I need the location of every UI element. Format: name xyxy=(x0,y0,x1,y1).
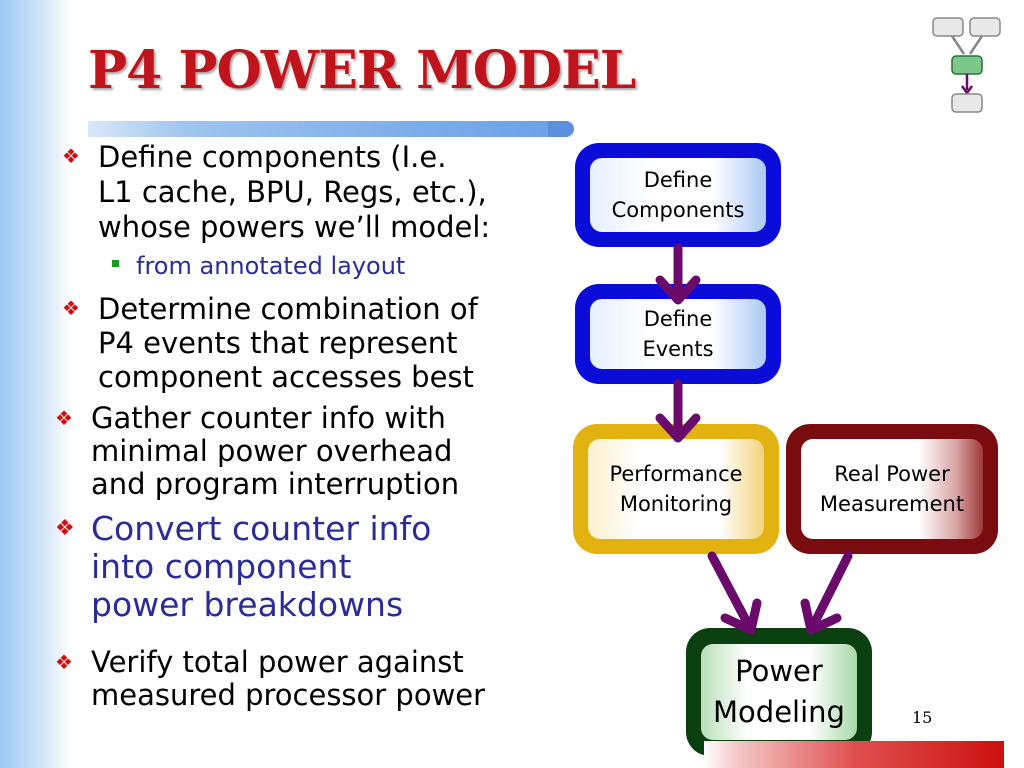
diamond-bullet-icon: ❖ xyxy=(55,406,73,430)
title-underline-bar xyxy=(88,121,573,137)
power-modeling-label: Power Modeling xyxy=(701,644,857,740)
arrow-measurement-to-modeling xyxy=(800,551,853,635)
sub-bullet-text: from annotated layout xyxy=(136,252,406,280)
bullet-define-components: ❖ Define components (I.e. L1 cache, BPU,… xyxy=(62,140,562,245)
square-bullet-icon xyxy=(112,260,119,267)
flowchart-icon xyxy=(932,17,1001,113)
bullet-verify-total-power: ❖ Verify total power against measured pr… xyxy=(55,646,575,712)
slide-title: P4 POWER MODEL xyxy=(88,40,636,101)
bullet-determine-combination: ❖ Determine combination of P4 events tha… xyxy=(62,292,562,394)
diamond-bullet-icon: ❖ xyxy=(62,296,80,320)
footer-bar xyxy=(704,741,1004,768)
diamond-bullet-icon: ❖ xyxy=(62,144,80,168)
diamond-bullet-icon: ❖ xyxy=(55,516,75,541)
performance-monitoring-label: Performance Monitoring xyxy=(588,439,764,539)
define-components-box: Define Components xyxy=(575,143,781,247)
real-power-measurement-box: Real Power Measurement xyxy=(786,424,998,554)
page-number: 15 xyxy=(912,708,933,727)
define-events-box: Define Events xyxy=(575,284,781,384)
diamond-bullet-icon: ❖ xyxy=(55,650,73,674)
define-events-label: Define Events xyxy=(590,299,766,369)
bullet-text: Determine combination of P4 events that … xyxy=(98,292,478,394)
real-power-measurement-label: Real Power Measurement xyxy=(801,439,983,539)
bullet-text: Define components (I.e. L1 cache, BPU, R… xyxy=(98,140,491,244)
bullet-convert-counter-info: ❖ Convert counter info into component po… xyxy=(55,510,555,624)
bullet-text: Verify total power against measured proc… xyxy=(91,645,486,712)
define-components-label: Define Components xyxy=(590,158,766,232)
bullet-text: Convert counter info into component powe… xyxy=(91,509,432,624)
bullet-gather-counter-info: ❖ Gather counter info with minimal power… xyxy=(55,402,555,501)
title-underline-cap xyxy=(548,121,574,137)
performance-monitoring-box: Performance Monitoring xyxy=(573,424,779,554)
bullet-text: Gather counter info with minimal power o… xyxy=(91,401,460,501)
power-modeling-box: Power Modeling xyxy=(686,628,872,756)
arrow-monitoring-to-modeling xyxy=(707,551,762,635)
left-gradient-band xyxy=(0,0,72,768)
